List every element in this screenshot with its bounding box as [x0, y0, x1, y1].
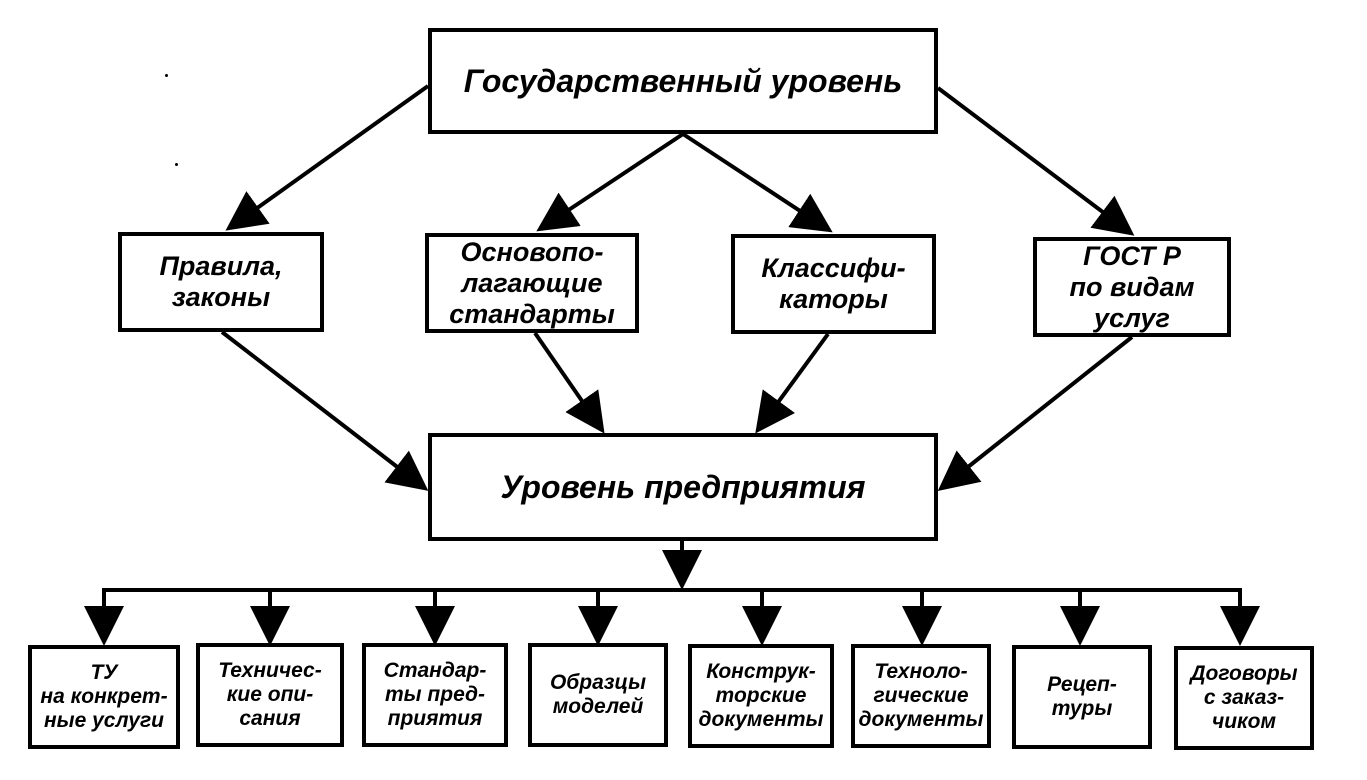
- fundamental-standards-box: Основопо- лагающие стандарты: [425, 233, 639, 333]
- speck-dot: [165, 74, 168, 77]
- arrow-gost-to-enterprise: [937, 335, 1134, 491]
- enterprise-standards-label: Стандар- ты пред- приятия: [383, 659, 487, 730]
- model-samples-box: Образцы моделей: [528, 643, 668, 747]
- technical-descriptions-label: Техничес- кие опи- сания: [218, 659, 322, 730]
- rules-laws-box: Правила, законы: [118, 232, 324, 332]
- technological-documents-label: Техноло- гические документы: [858, 660, 984, 731]
- recipes-label: Рецеп- туры: [1047, 673, 1117, 720]
- classifiers-box: Классифи- каторы: [731, 234, 936, 334]
- arrow-to-fundamental-standards: [536, 132, 685, 232]
- state-level-box: Государственный уровень: [428, 28, 938, 134]
- state-level-label: Государственный уровень: [463, 62, 903, 99]
- speck-dot: [175, 163, 178, 166]
- recipes-box: Рецеп- туры: [1012, 645, 1152, 749]
- arrow-to-rules-laws: [225, 84, 430, 231]
- technological-documents-box: Техноло- гические документы: [851, 644, 991, 748]
- gost-r-label: ГОСТ Р по видам услуг: [1069, 240, 1195, 333]
- design-documents-box: Конструк- торские документы: [688, 644, 834, 748]
- gost-r-box: ГОСТ Р по видам услуг: [1033, 237, 1231, 337]
- contracts-box: Договоры с заказ- чиком: [1174, 646, 1314, 750]
- arrow-classifiers-to-enterprise: [755, 332, 830, 434]
- arrow-rules-to-enterprise: [220, 330, 429, 491]
- technical-descriptions-box: Техничес- кие опи- сания: [196, 643, 344, 747]
- design-documents-label: Конструк- торские документы: [698, 660, 824, 731]
- tu-box: ТУ на конкрет- ные услуги: [28, 645, 180, 749]
- model-samples-label: Образцы моделей: [549, 671, 647, 718]
- arrow-to-gost-r: [936, 86, 1135, 236]
- fundamental-standards-label: Основопо- лагающие стандарты: [449, 236, 615, 329]
- arrow-to-classifiers: [681, 132, 833, 233]
- enterprise-standards-box: Стандар- ты пред- приятия: [362, 643, 508, 747]
- classifiers-label: Классифи- каторы: [761, 253, 906, 314]
- enterprise-level-label: Уровень предприятия: [500, 468, 866, 505]
- arrow-standards-to-enterprise: [533, 331, 605, 434]
- contracts-label: Договоры с заказ- чиком: [1190, 662, 1298, 733]
- tu-label: ТУ на конкрет- ные услуги: [40, 661, 168, 732]
- enterprise-level-box: Уровень предприятия: [428, 433, 938, 541]
- rules-laws-label: Правила, законы: [159, 251, 283, 312]
